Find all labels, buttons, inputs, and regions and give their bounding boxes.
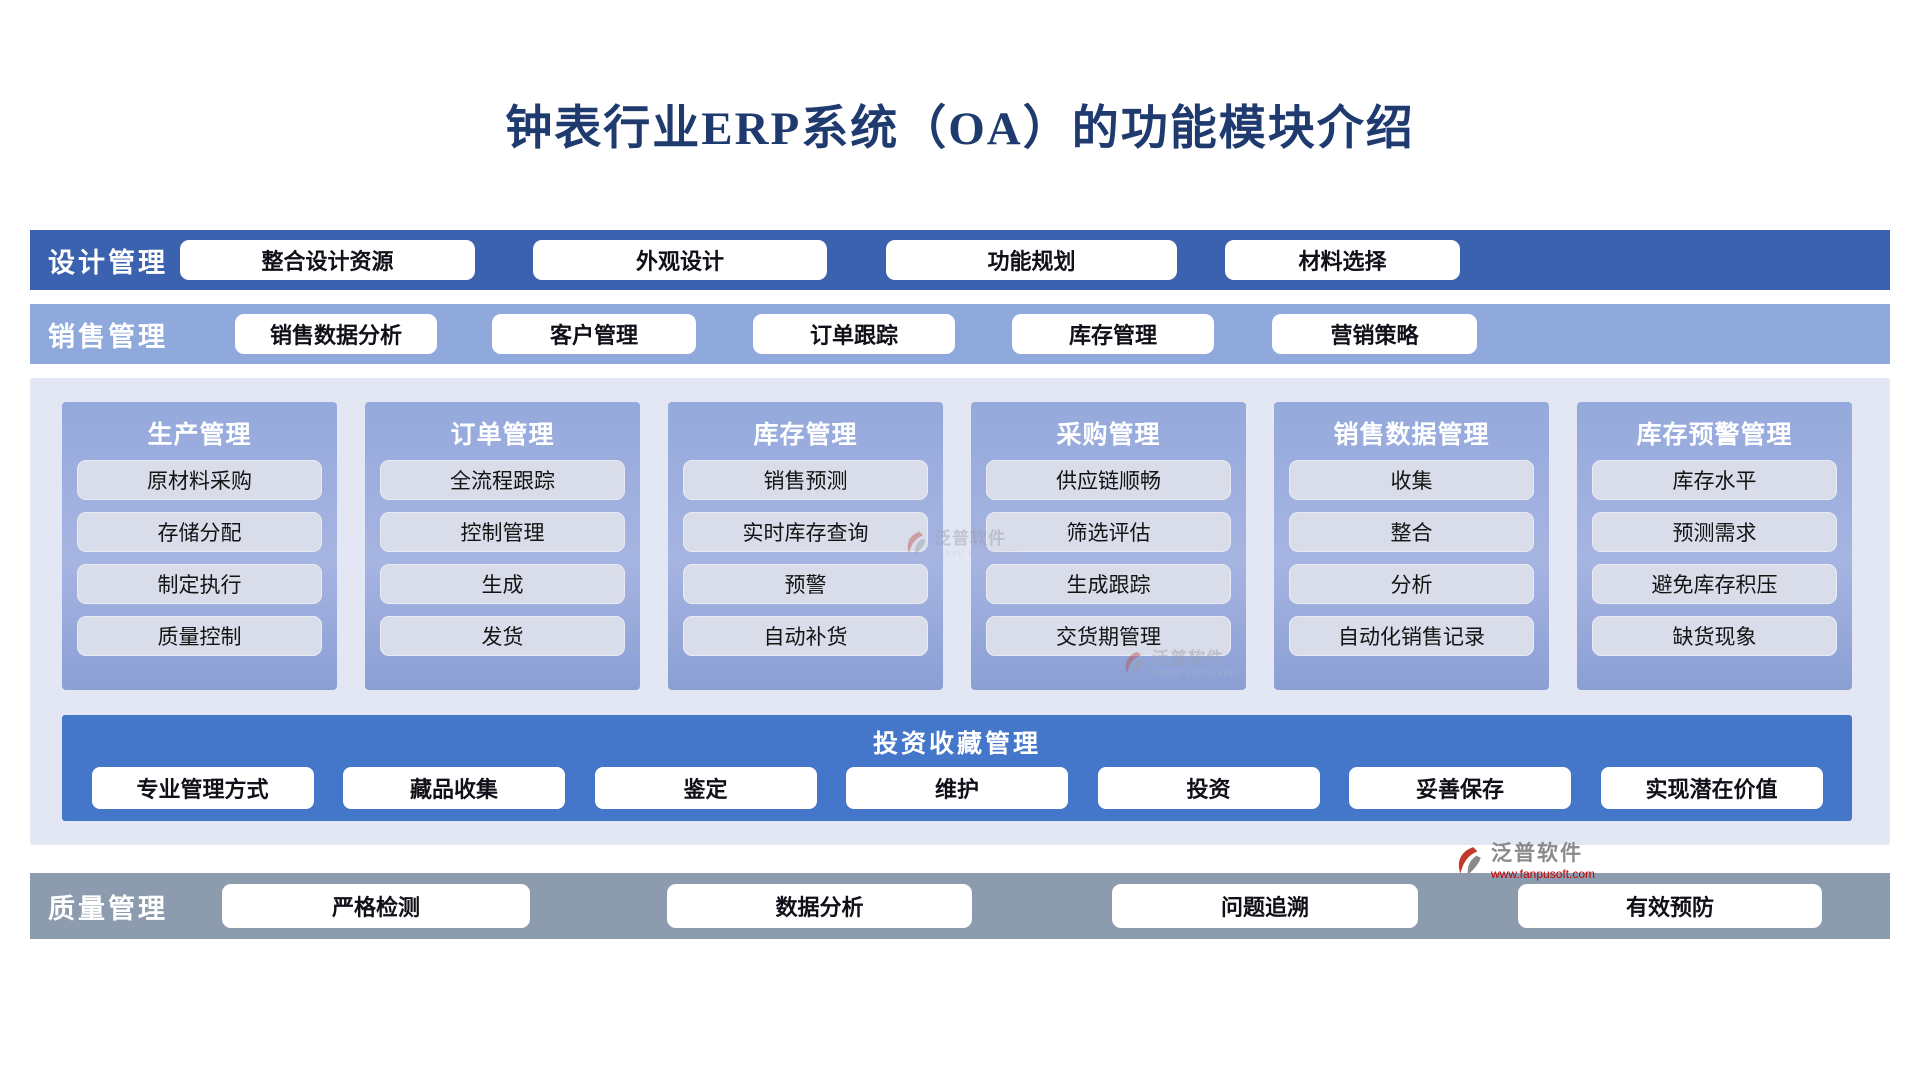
module-item-button[interactable]: 自动化销售记录 <box>1289 616 1534 656</box>
quality-item-button[interactable]: 有效预防 <box>1518 884 1822 928</box>
brand-name: 泛普软件 <box>1491 841 1583 865</box>
invest-item-button[interactable]: 实现潜在价值 <box>1600 767 1823 809</box>
column-title: 订单管理 <box>450 422 555 449</box>
module-item-button[interactable]: 自动补货 <box>683 616 928 656</box>
column-title: 库存管理 <box>753 422 858 449</box>
column-title: 库存预警管理 <box>1636 422 1793 449</box>
module-item-button[interactable]: 制定执行 <box>77 564 322 604</box>
watermark-subtext: FANPU SOFTWARE <box>1152 669 1236 678</box>
column-title: 生产管理 <box>147 422 252 449</box>
module-item-button[interactable]: 预警 <box>683 564 928 604</box>
invest-item-button[interactable]: 藏品收集 <box>343 767 565 809</box>
watermark-text: 泛普软件 <box>1152 649 1224 668</box>
sales-item-button[interactable]: 销售数据分析 <box>235 314 437 354</box>
quality-item-button[interactable]: 问题追溯 <box>1112 884 1418 928</box>
module-column-inventory: 库存管理 销售预测 实时库存查询 预警 自动补货 <box>668 402 943 690</box>
fanpu-logo-icon <box>907 531 926 555</box>
watermark: 泛普软件 FANPU SOFTWARE <box>1120 650 1236 678</box>
page-title: 钟表行业ERP系统（OA）的功能模块介绍 <box>505 103 1415 156</box>
column-title: 销售数据管理 <box>1333 422 1490 449</box>
module-item-button[interactable]: 原材料采购 <box>77 460 322 500</box>
invest-item-button[interactable]: 维护 <box>846 767 1068 809</box>
column-title: 采购管理 <box>1056 422 1161 449</box>
module-column-procurement: 采购管理 供应链顺畅 筛选评估 生成跟踪 交货期管理 <box>971 402 1246 690</box>
module-item-button[interactable]: 分析 <box>1289 564 1534 604</box>
module-item-button[interactable]: 缺货现象 <box>1592 616 1837 656</box>
design-item-button[interactable]: 材料选择 <box>1225 240 1460 280</box>
design-management-band: 设计管理 整合设计资源 外观设计 功能规划 材料选择 <box>30 230 1890 290</box>
sales-item-button[interactable]: 客户管理 <box>492 314 696 354</box>
module-column-order: 订单管理 全流程跟踪 控制管理 生成 发货 <box>365 402 640 690</box>
module-item-button[interactable]: 销售预测 <box>683 460 928 500</box>
sales-band-label: 销售管理 <box>48 321 168 352</box>
watermark-text: 泛普软件 <box>934 529 1006 548</box>
design-item-button[interactable]: 功能规划 <box>886 240 1177 280</box>
module-column-production: 生产管理 原材料采购 存储分配 制定执行 质量控制 <box>62 402 337 690</box>
module-item-button[interactable]: 收集 <box>1289 460 1534 500</box>
quality-band-label: 质量管理 <box>48 893 168 924</box>
module-item-button[interactable]: 预测需求 <box>1592 512 1837 552</box>
module-item-button[interactable]: 质量控制 <box>77 616 322 656</box>
module-item-button[interactable]: 全流程跟踪 <box>380 460 625 500</box>
invest-item-button[interactable]: 妥善保存 <box>1349 767 1571 809</box>
sales-item-button[interactable]: 订单跟踪 <box>753 314 955 354</box>
module-item-button[interactable]: 控制管理 <box>380 512 625 552</box>
fanpu-brand-logo: 泛普软件 www.fanpusoft.com <box>1452 843 1595 880</box>
modules-container: 生产管理 原材料采购 存储分配 制定执行 质量控制 订单管理 全流程跟踪 控制管… <box>30 378 1890 845</box>
module-item-button[interactable]: 实时库存查询 <box>683 512 928 552</box>
sales-management-band: 销售管理 销售数据分析 客户管理 订单跟踪 库存管理 营销策略 <box>30 304 1890 364</box>
design-item-button[interactable]: 外观设计 <box>533 240 827 280</box>
watermark: 泛普软件 FANPU SOFTWARE <box>902 530 1018 558</box>
module-item-button[interactable]: 供应链顺畅 <box>986 460 1231 500</box>
module-item-button[interactable]: 库存水平 <box>1592 460 1837 500</box>
invest-band-title: 投资收藏管理 <box>872 731 1041 758</box>
module-item-button[interactable]: 发货 <box>380 616 625 656</box>
module-item-button[interactable]: 生成 <box>380 564 625 604</box>
invest-item-button[interactable]: 专业管理方式 <box>91 767 314 809</box>
invest-collection-band: 投资收藏管理 专业管理方式 藏品收集 鉴定 维护 投资 妥善保存 实现潜在价值 <box>62 715 1852 821</box>
module-column-sales-data: 销售数据管理 收集 整合 分析 自动化销售记录 <box>1274 402 1549 690</box>
module-item-button[interactable]: 避免库存积压 <box>1592 564 1837 604</box>
module-item-button[interactable]: 生成跟踪 <box>986 564 1231 604</box>
watermark-subtext: FANPU SOFTWARE <box>934 549 1018 558</box>
brand-url: www.fanpusoft.com <box>1491 867 1596 881</box>
fanpu-logo-icon <box>1125 651 1144 675</box>
invest-items-row: 专业管理方式 藏品收集 鉴定 维护 投资 妥善保存 实现潜在价值 <box>62 767 1852 809</box>
module-item-button[interactable]: 交货期管理 <box>986 616 1231 656</box>
module-column-stock-alert: 库存预警管理 库存水平 预测需求 避免库存积压 缺货现象 <box>1577 402 1852 690</box>
quality-item-button[interactable]: 严格检测 <box>222 884 530 928</box>
fanpu-logo-icon <box>1458 846 1481 875</box>
quality-item-button[interactable]: 数据分析 <box>667 884 972 928</box>
invest-item-button[interactable]: 投资 <box>1097 767 1320 809</box>
design-band-label: 设计管理 <box>48 247 168 278</box>
module-item-button[interactable]: 存储分配 <box>77 512 322 552</box>
sales-item-button[interactable]: 营销策略 <box>1272 314 1477 354</box>
invest-item-button[interactable]: 鉴定 <box>594 767 817 809</box>
sales-item-button[interactable]: 库存管理 <box>1012 314 1214 354</box>
quality-management-band: 质量管理 严格检测 数据分析 问题追溯 有效预防 <box>30 873 1890 939</box>
module-item-button[interactable]: 整合 <box>1289 512 1534 552</box>
design-item-button[interactable]: 整合设计资源 <box>180 240 475 280</box>
module-item-button[interactable]: 筛选评估 <box>986 512 1231 552</box>
